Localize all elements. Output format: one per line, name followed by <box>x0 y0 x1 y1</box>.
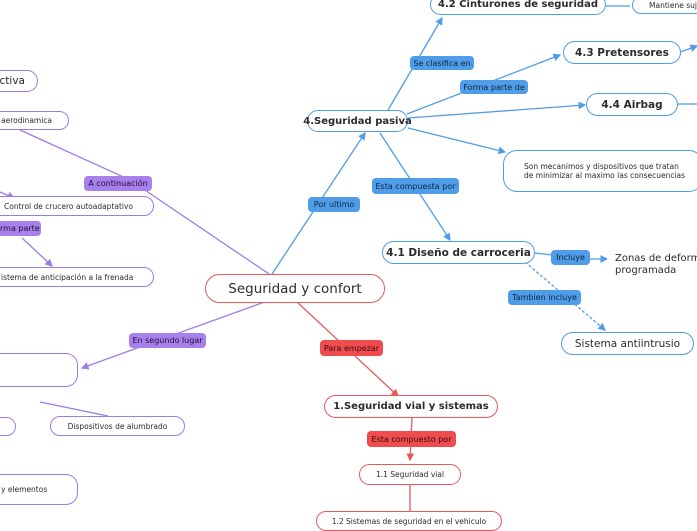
node-seguridad-vial-1-1[interactable]: 1.1 Seguridad vial <box>359 464 461 485</box>
label-esta-compuesto: Esta compuesto por <box>367 431 456 447</box>
central-topic[interactable]: Seguridad y confort <box>205 274 385 303</box>
node-antiintrusio[interactable]: Sistema antiintrusio <box>561 332 694 355</box>
node-partial-left[interactable] <box>0 417 16 436</box>
node-cinturones[interactable]: 4.2 Cinturones de seguridad <box>430 0 606 15</box>
node-seguridad-vial[interactable]: 1.Seguridad vial y sistemas <box>324 395 498 418</box>
node-dispositivos-alumbrado[interactable]: Dispositivos de alumbrado <box>50 416 185 436</box>
label-incluye: Incluye <box>551 250 590 265</box>
label-por-ultimo: Por ultimo <box>308 197 360 212</box>
label-forma-parte-purple: rma parte <box>0 221 41 236</box>
node-elementos[interactable]: y elementos <box>0 474 78 505</box>
node-zonas-deformacion[interactable]: Zonas de deform programada <box>607 248 697 282</box>
node-anticipacion-frenada[interactable]: istema de anticipación a la frenada <box>0 267 154 287</box>
label-esta-compuesta: Esta compuesta por <box>372 178 459 194</box>
node-pretensores[interactable]: 4.3 Pretensores <box>563 41 681 64</box>
node-airbag[interactable]: 4.4 Airbag <box>586 93 678 116</box>
label-en-segundo-lugar: En segundo lugar <box>129 333 206 348</box>
label-tambien-incluye: Tambien incluye <box>508 290 581 305</box>
label-forma-parte: Forma parte de <box>460 80 528 94</box>
node-seguridad-activa[interactable]: ctiva <box>0 70 38 92</box>
node-control-crucero[interactable]: Control de crucero autoadaptativo <box>0 196 154 216</box>
node-mantiene[interactable]: Mantiene suj <box>632 0 697 14</box>
node-seguridad-pasiva[interactable]: 4.Seguridad pasiva <box>303 110 412 132</box>
node-diseno-carroceria[interactable]: 4.1 Diseño de carroceria <box>382 241 535 264</box>
label-se-clasifica: Se clasifica en <box>410 56 474 70</box>
node-segundo-lugar[interactable] <box>0 353 78 387</box>
central-topic-label: Seguridad y confort <box>228 280 362 297</box>
node-aerodinamica[interactable]: aerodinamica <box>0 111 69 130</box>
node-sistemas-vehiculo[interactable]: 1.2 Sistemas de seguridad en el vehiculo <box>316 511 502 531</box>
label-para-empezar: Para empezar <box>320 340 383 356</box>
node-mecanismos[interactable]: Son mecanimos y dispositivos que tratan … <box>503 150 697 192</box>
label-a-continuacion: A continuación <box>84 176 152 191</box>
connector-lines <box>0 5 697 512</box>
